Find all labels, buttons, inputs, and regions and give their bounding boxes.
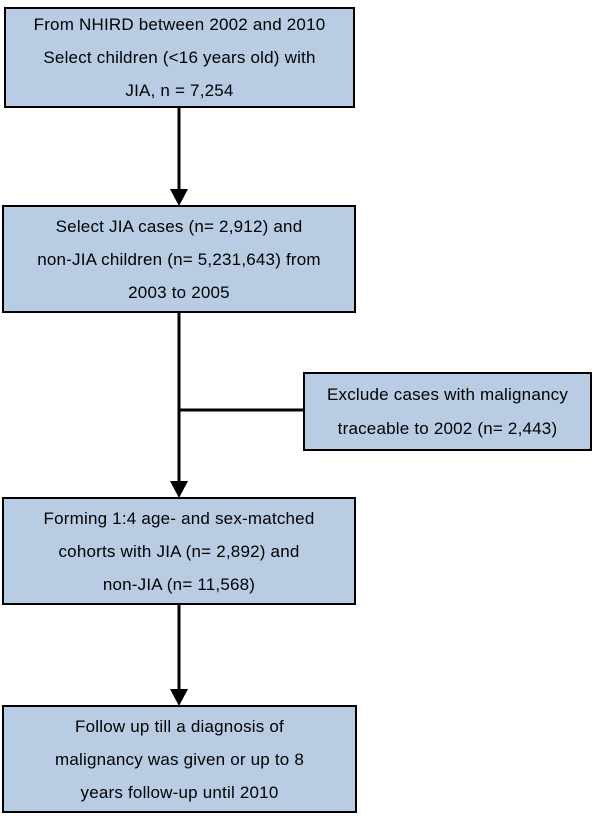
flow-box-text-line: Exclude cases with malignancy (326, 384, 569, 404)
arrowhead-nhird-to-select (170, 189, 188, 206)
flow-box-nhird-selection: From NHIRD between 2002 and 2010 Select … (4, 7, 355, 108)
flow-box-text-line: cohorts with JIA (n= 2,892) and (58, 541, 300, 561)
flow-box-select-jia-cases: Select JIA cases (n= 2,912) and non-JIA … (2, 205, 356, 313)
flow-box-text-line: non-JIA (n= 11,568) (102, 574, 256, 594)
flow-box-exclude-malignancy: Exclude cases with malignancy traceable … (303, 372, 592, 451)
flow-box-follow-up: Follow up till a diagnosis of malignancy… (2, 705, 357, 813)
flow-box-text-line: JIA, n = 7,254 (125, 81, 234, 100)
flow-box-text-line: 2003 to 2005 (128, 282, 230, 302)
flow-box-matched-cohorts: Forming 1:4 age- and sex-matched cohorts… (2, 497, 356, 605)
flow-box-text-line: Forming 1:4 age- and sex-matched (43, 508, 315, 528)
flow-box-text-line: years follow-up until 2010 (80, 782, 279, 802)
arrowhead-cohorts-to-followup (170, 689, 188, 706)
flow-box-text-line: non-JIA children (n= 5,231,643) from (37, 249, 321, 269)
flow-box-text-line: From NHIRD between 2002 and 2010 (33, 15, 326, 34)
arrowhead-select-to-cohorts (170, 481, 188, 498)
flow-box-text-line: malignancy was given or up to 8 (54, 749, 305, 769)
flow-box-text-line: traceable to 2002 (n= 2,443) (337, 418, 558, 438)
flow-box-text-line: Select JIA cases (n= 2,912) and (55, 216, 303, 236)
flow-box-text-line: Follow up till a diagnosis of (75, 716, 284, 736)
flow-box-text-line: Select children (<16 years old) with (43, 48, 316, 67)
